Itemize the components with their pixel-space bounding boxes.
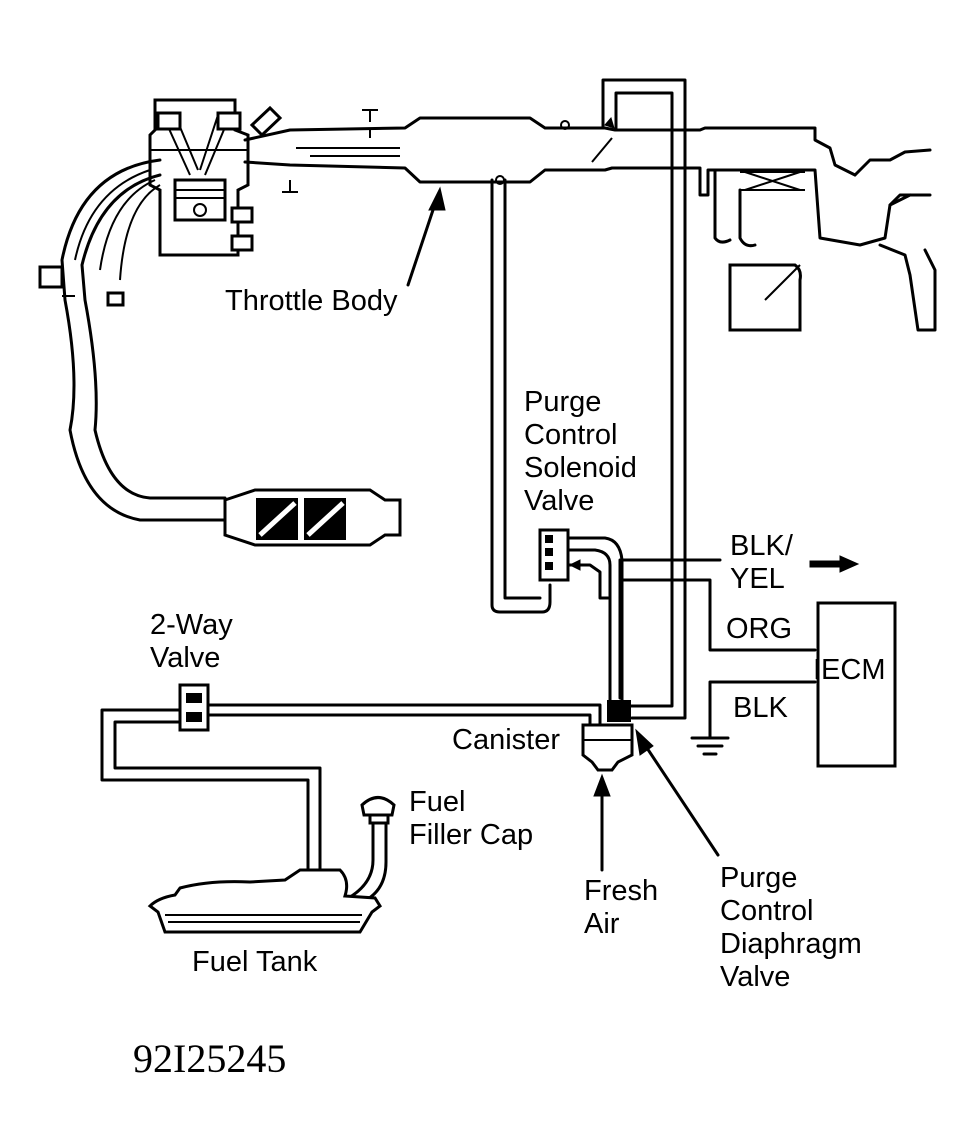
- label-purge-solenoid-3: Solenoid: [524, 452, 637, 484]
- leader-arrows: [406, 186, 720, 872]
- label-purge-diaphragm-3: Diaphragm: [720, 928, 862, 960]
- label-purge-solenoid-2: Control: [524, 419, 618, 451]
- label-purge-diaphragm-4: Valve: [720, 961, 790, 993]
- figure-code: 92I25245: [133, 1036, 286, 1081]
- label-blk-yel-2: YEL: [730, 563, 785, 595]
- label-throttle-body: Throttle Body: [225, 285, 398, 317]
- label-blk-yel-1: BLK/: [730, 530, 794, 562]
- purge-solenoid-valve: [538, 528, 624, 707]
- fuel-filler-cap: [343, 796, 396, 907]
- engine-cylinder-head: [148, 98, 283, 257]
- purge-vacuum-line: [490, 178, 552, 614]
- exhaust-pipe: [38, 158, 227, 522]
- charcoal-canister: [581, 558, 634, 772]
- label-purge-diaphragm-2: Control: [720, 895, 814, 927]
- label-two-way-valve-2: Valve: [150, 642, 220, 674]
- label-fuel-filler-cap-1: Fuel: [409, 786, 465, 818]
- label-canister: Canister: [452, 724, 560, 756]
- two-way-valve: [100, 683, 602, 872]
- label-fuel-tank: Fuel Tank: [192, 946, 318, 978]
- wiring: [620, 555, 860, 756]
- label-fuel-filler-cap-2: Filler Cap: [409, 819, 533, 851]
- label-blk: BLK: [733, 692, 788, 724]
- label-iecm: IECM: [813, 654, 886, 686]
- label-two-way-valve-1: 2-Way: [150, 609, 233, 641]
- label-fresh-air-2: Air: [584, 908, 620, 940]
- label-fresh-air-1: Fresh: [584, 875, 658, 907]
- fuel-tank: [147, 868, 383, 934]
- label-purge-solenoid-4: Valve: [524, 485, 594, 517]
- label-purge-solenoid-1: Purge: [524, 386, 601, 418]
- catalytic-converter: [223, 488, 402, 547]
- label-org: ORG: [726, 613, 792, 645]
- iecm-box: [816, 601, 897, 768]
- intake-duct: [243, 78, 937, 720]
- label-purge-diaphragm-1: Purge: [720, 862, 797, 894]
